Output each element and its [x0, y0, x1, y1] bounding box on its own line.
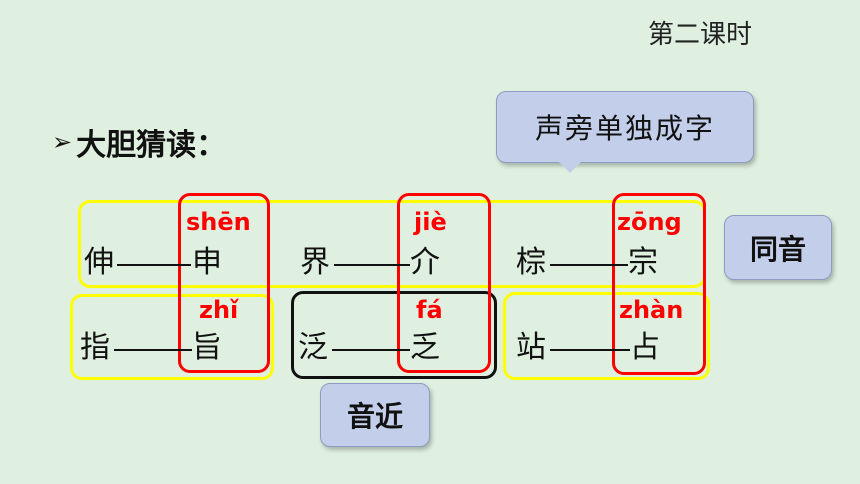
pinyin-zhan: zhàn — [619, 296, 684, 324]
char-zong-phonetic: 宗 — [628, 245, 658, 280]
pinyin-zong: zōng — [617, 208, 682, 236]
char-zhi-full: 指 — [80, 330, 110, 365]
arrow-bullet-icon: ➢ — [52, 128, 73, 156]
phonetic-box-zong-zhan — [612, 193, 706, 375]
char-jie-full: 界 — [300, 245, 330, 280]
section-heading-text: 大胆猜读： — [76, 128, 227, 163]
char-fa-phonetic: 乏 — [410, 330, 440, 365]
char-zhi-phonetic: 旨 — [192, 330, 222, 365]
callout-phonetic-standalone: 声旁单独成字 — [496, 91, 754, 163]
pinyin-shen: shēn — [186, 208, 251, 236]
char-zhan-full: 站 — [516, 330, 546, 365]
near-sound-tag: 音近 — [320, 383, 430, 447]
char-zong-full: 棕 — [516, 245, 546, 280]
callout-tail — [556, 159, 584, 173]
char-shen-full: 伸 — [84, 245, 114, 280]
dash-connector — [117, 264, 191, 266]
dash-connector — [334, 264, 410, 266]
dash-connector — [332, 349, 410, 351]
lesson-title: 第二课时 — [648, 20, 753, 50]
dash-connector — [114, 349, 192, 351]
section-heading: ➢ 大胆猜读： — [52, 120, 226, 164]
pinyin-zhi: zhǐ — [199, 296, 239, 324]
char-zhan-phonetic: 占 — [630, 330, 660, 365]
char-fan-full: 泛 — [298, 330, 328, 365]
same-sound-tag: 同音 — [724, 215, 832, 280]
phonetic-box-jie-fa — [397, 193, 491, 373]
pinyin-fa: fá — [416, 296, 443, 324]
dash-connector — [550, 264, 628, 266]
row2-group-zhi-box — [70, 294, 274, 380]
char-shen-phonetic: 申 — [192, 245, 222, 280]
row2-near-sound-box — [291, 291, 497, 379]
dash-connector — [550, 349, 630, 351]
pinyin-jie: jiè — [414, 208, 447, 236]
phonetic-box-shen — [178, 193, 270, 373]
char-jie-phonetic: 介 — [410, 245, 440, 280]
row2-group-zhan-box — [503, 292, 710, 380]
